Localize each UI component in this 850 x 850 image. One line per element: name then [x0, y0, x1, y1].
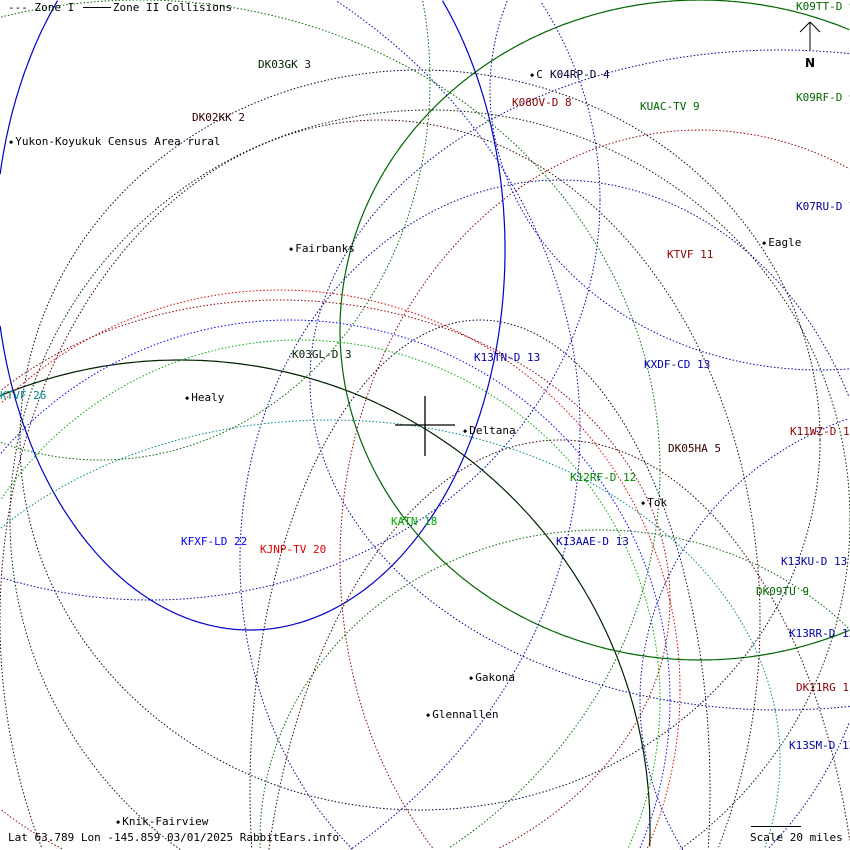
city-label: Eagle	[762, 237, 801, 249]
zone1-coverage-arc	[19, 69, 821, 811]
city-label: Tok	[641, 497, 667, 509]
zone2-collision-arc	[0, 250, 506, 631]
zone2-collision-arc	[441, 0, 506, 250]
station-label[interactable]: KXDF-CD 13	[644, 358, 711, 371]
zone1-coverage-arc	[767, 723, 850, 850]
zone1-coverage-arc	[449, 470, 661, 849]
zone1-coverage-arc	[249, 319, 711, 848]
city-label: Glennallen	[426, 709, 498, 721]
station-label[interactable]: KJNP-TV 20	[260, 543, 327, 556]
zone2-collision-arc	[339, 0, 850, 661]
legend: --- Zone I Zone II Collisions	[8, 1, 232, 14]
city-label: Gakona	[469, 672, 515, 684]
legend-zone1: --- Zone I	[8, 1, 75, 14]
station-label[interactable]: KFXF-LD 22	[181, 535, 248, 548]
station-label[interactable]: K04RP-D 4	[550, 68, 610, 81]
zone2-collision-arc	[0, 359, 651, 830]
zone1-coverage-arc	[339, 129, 850, 848]
station-label[interactable]: K13TN-D 13	[474, 351, 541, 364]
station-label[interactable]: DK11RG 11	[796, 681, 850, 694]
zone1-coverage-arc	[1, 299, 671, 600]
zone1-coverage-arc	[422, 0, 431, 80]
station-label[interactable]: K09TT-D 9	[796, 0, 850, 13]
zone1-coverage-arc	[3, 200, 601, 601]
north-label: N	[805, 56, 816, 70]
station-label[interactable]: DK05HA 5	[668, 442, 721, 455]
zone1-coverage-arc	[239, 179, 850, 850]
legend-solid-line-icon	[82, 7, 111, 8]
zone1-coverage-arc	[489, 1, 849, 371]
zone1-coverage-arc	[0, 419, 781, 760]
station-label[interactable]: DK09TU 9	[756, 585, 809, 598]
scale-bar	[751, 826, 801, 827]
zone1-coverage-arc	[0, 119, 761, 848]
zone1-coverage-arc	[627, 700, 661, 850]
zone1-coverage-arc	[497, 600, 671, 850]
zone1-coverage-arc	[309, 49, 850, 711]
city-label: C	[530, 69, 543, 81]
zone1-coverage-arc	[707, 790, 711, 848]
zone1-coverage-arc	[646, 690, 681, 850]
zone1-coverage-arc	[718, 620, 761, 848]
zone1-coverage-arc	[1, 339, 661, 700]
zone1-coverage-arc	[764, 760, 781, 849]
zone1-coverage-arc	[639, 418, 849, 850]
station-label[interactable]: K09RF-D 9	[796, 91, 850, 104]
city-label: Healy	[185, 392, 224, 404]
zone1-coverage-arc	[268, 439, 850, 850]
station-label[interactable]: K13RR-D 13	[789, 627, 850, 640]
zone2-collision-arc	[0, 0, 59, 175]
zone1-coverage-arc	[349, 430, 581, 850]
station-label[interactable]: K13SM-D 13	[789, 739, 850, 752]
zone1-coverage-arc	[541, 2, 601, 200]
station-label[interactable]: K08OV-D 8	[512, 96, 572, 109]
station-label[interactable]: K13AAE-D 13	[556, 535, 629, 548]
legend-zone2: Zone II Collisions	[112, 1, 233, 14]
zone1-coverage-arc	[0, 319, 671, 700]
station-label[interactable]: K07RU-D 7	[796, 200, 850, 213]
scale-label: Scale 20 miles	[750, 831, 843, 844]
station-label[interactable]: DK02KK 2	[192, 111, 245, 124]
station-label[interactable]: KUAC-TV 9	[640, 100, 700, 113]
station-label[interactable]: K11WZ-D 11	[790, 425, 850, 438]
city-label: Knik-Fairview	[116, 816, 208, 828]
coordinates-readout: Lat 63.789 Lon -145.859 03/01/2025 Rabbi…	[8, 831, 340, 844]
zone1-coverage-arc	[0, 0, 661, 470]
station-label[interactable]: K12RF-D 12	[570, 471, 637, 484]
zone1-coverage-arc	[259, 529, 850, 849]
station-label[interactable]: KTVF 26	[0, 389, 47, 402]
zone1-coverage-arc	[9, 109, 850, 850]
station-label[interactable]: K13KU-D 13	[781, 555, 848, 568]
zone1-coverage-arc	[337, 1, 581, 430]
station-label[interactable]: K03GL-D 3	[292, 348, 352, 361]
zone1-coverage-arc	[679, 520, 850, 850]
city-label: Fairbanks	[289, 243, 355, 255]
station-label[interactable]: KATN 18	[391, 515, 438, 528]
city-label: Deltana	[463, 425, 515, 437]
zone1-coverage-arc	[1, 809, 63, 850]
station-label[interactable]: DK03GK 3	[258, 58, 311, 71]
station-label[interactable]: KTVF 11	[667, 248, 714, 261]
city-label: Yukon-Koyukuk Census Area rural	[9, 136, 220, 148]
zone1-coverage-arc	[639, 700, 671, 849]
